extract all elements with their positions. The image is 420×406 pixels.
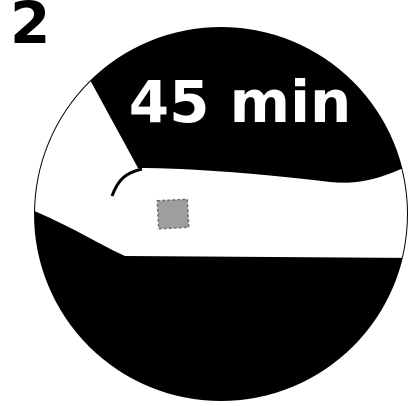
duration-label: 45 min [129,68,352,136]
patch-icon [157,199,188,229]
step-number: 2 [10,0,50,52]
